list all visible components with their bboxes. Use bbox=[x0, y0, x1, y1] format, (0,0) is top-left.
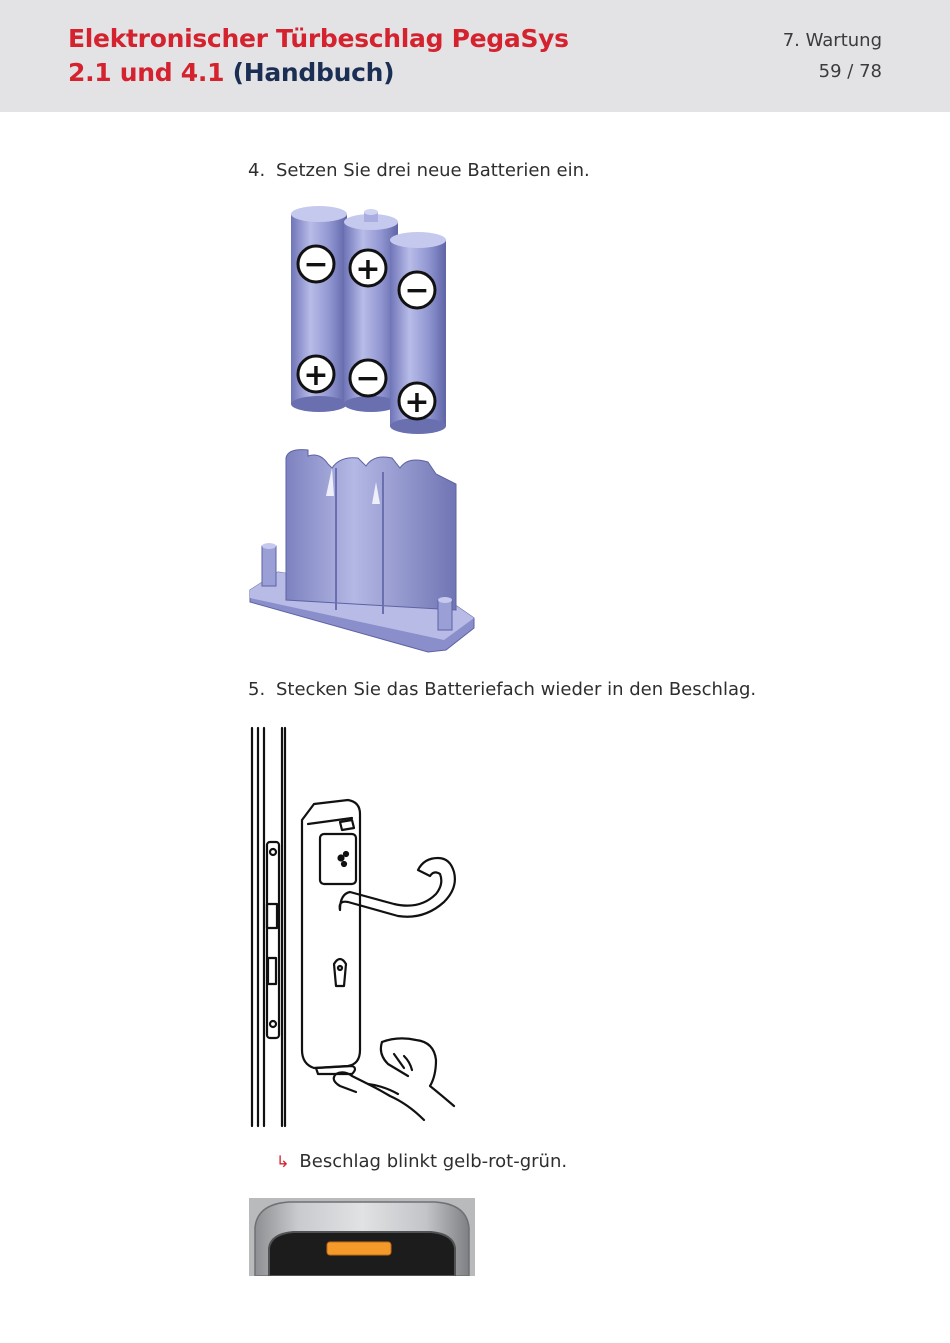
step-5: 5. Stecken Sie das Batteriefach wieder in… bbox=[248, 679, 756, 700]
door-edge bbox=[250, 726, 287, 1128]
battery-middle-top-sign: + bbox=[355, 252, 380, 287]
door-handle bbox=[338, 856, 456, 918]
status-led bbox=[326, 1241, 392, 1256]
step-4: 4. Setzen Sie drei neue Batterien ein. bbox=[248, 160, 590, 181]
fitting-insertion-illustration bbox=[250, 726, 456, 1128]
minus-symbol-icon bbox=[397, 270, 437, 310]
plus-symbol-icon bbox=[348, 248, 388, 288]
step-5-text: Stecken Sie das Batteriefach wieder in d… bbox=[276, 679, 757, 700]
manual-version: 2.1 und 4.1 bbox=[68, 58, 225, 87]
battery-insertion-illustration: − + − + − + bbox=[249, 206, 475, 653]
step-5-number: 5. bbox=[248, 679, 266, 700]
manual-subtitle: 2.1 und 4.1 (Handbuch) bbox=[68, 58, 395, 87]
plus-symbol-icon bbox=[296, 354, 336, 394]
fitting-body bbox=[300, 798, 362, 1076]
battery-middle bbox=[344, 209, 398, 412]
step-4-text: Setzen Sie drei neue Batterien ein. bbox=[276, 160, 590, 181]
page-header: Elektronischer Türbeschlag PegaSys 2.1 u… bbox=[0, 0, 950, 112]
result-text: Beschlag blinkt gelb-rot-grün. bbox=[299, 1151, 568, 1172]
step-result: ↳ Beschlag blinkt gelb-rot-grün. bbox=[276, 1151, 567, 1172]
page-number: 59 / 78 bbox=[818, 61, 882, 82]
plus-symbol-icon bbox=[397, 381, 437, 421]
minus-symbol-icon bbox=[348, 358, 388, 398]
manual-type: (Handbuch) bbox=[232, 58, 395, 87]
battery-left-bottom-sign: + bbox=[303, 358, 328, 393]
chapter-label: 7. Wartung bbox=[782, 30, 882, 51]
manual-title: Elektronischer Türbeschlag PegaSys bbox=[68, 24, 569, 53]
battery-tray bbox=[249, 449, 475, 653]
battery-right-top-sign: − bbox=[404, 273, 429, 308]
step-4-number: 4. bbox=[248, 160, 266, 181]
battery-middle-bottom-sign: − bbox=[355, 361, 380, 396]
minus-symbol-icon bbox=[296, 244, 336, 284]
result-arrow-icon: ↳ bbox=[276, 1152, 290, 1171]
led-closeup-photo bbox=[249, 1198, 475, 1276]
battery-right-bottom-sign: + bbox=[404, 385, 429, 420]
hand bbox=[332, 1037, 456, 1122]
battery-left-top-sign: − bbox=[303, 247, 328, 282]
